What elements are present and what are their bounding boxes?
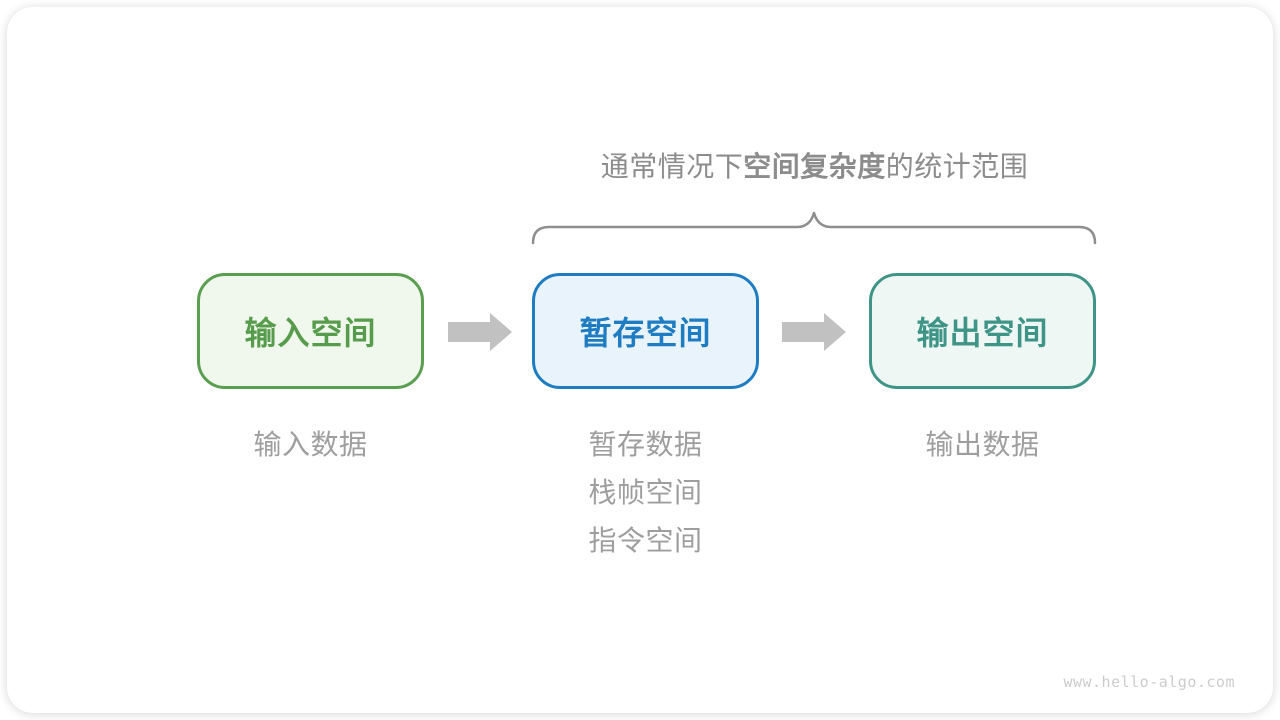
note-output-data: 输出数据 [925,429,1040,460]
space-box-input: 输入空间 [197,273,424,389]
space-box-output-label: 输出空间 [916,315,1049,351]
notes-output-column: 输出数据 [869,430,1096,478]
notes-input-column: 输入数据 [197,430,424,478]
space-box-temp: 暂存空间 [532,273,759,389]
title-suffix: 的统计范围 [885,151,1029,182]
diagram-title: 通常情况下空间复杂度的统计范围 [532,151,1097,183]
diagram-card: 通常情况下空间复杂度的统计范围 输入空间 暂存空间 输出空间 输入数据 暂存数据 [7,7,1273,713]
arrow-right-icon [448,313,512,351]
arrow-right-icon [782,313,846,351]
scope-brace [531,211,1097,245]
watermark: www.hello-algo.com [1063,673,1235,691]
title-highlight: 空间复杂度 [743,151,886,182]
title-prefix: 通常情况下 [600,151,744,182]
note-input-data: 输入数据 [253,429,368,460]
note-temp-data: 暂存数据 [588,429,703,460]
arrow-right-shape [448,313,512,351]
arrow-right-shape [782,313,846,351]
space-box-input-label: 输入空间 [244,315,377,351]
note-instruction-space: 指令空间 [588,525,703,556]
note-stack-frame-space: 栈帧空间 [588,477,703,508]
space-box-temp-label: 暂存空间 [579,315,712,351]
space-box-output: 输出空间 [869,273,1096,389]
scope-brace-path [531,211,1097,245]
notes-temp-column: 暂存数据 栈帧空间 指令空间 [532,430,759,574]
